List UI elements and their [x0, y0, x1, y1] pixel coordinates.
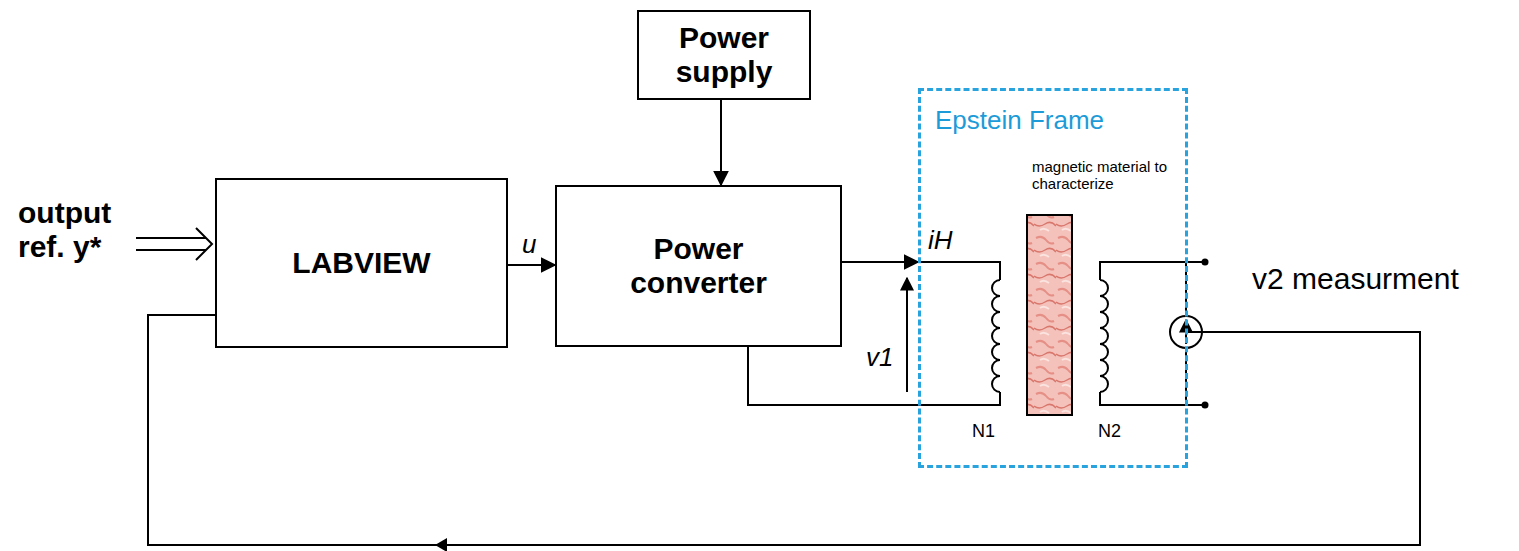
box-label: Power supply — [649, 21, 799, 89]
material-sample — [1027, 215, 1072, 415]
box-label: Power converter — [599, 232, 799, 300]
signal-connector — [148, 315, 1420, 545]
winding-name: N1 — [972, 420, 995, 442]
signal-name: u — [520, 230, 538, 258]
connector-group — [842, 262, 918, 263]
epstein-frame-region: Epstein Frame — [918, 88, 1188, 468]
converter-box: Power converter — [555, 185, 842, 347]
voltage-arrow — [906, 278, 908, 392]
winding-name: N2 — [1098, 420, 1121, 442]
reference-label: output ref. y* — [18, 196, 143, 264]
signal-name: v1 — [866, 342, 893, 372]
secondary-wires — [1100, 262, 1205, 405]
signal-name: v2 measurment — [1252, 262, 1459, 296]
signal-connector — [508, 264, 555, 266]
connector-group — [148, 315, 1420, 551]
signal-connector — [720, 100, 722, 185]
terminal-dot — [1202, 402, 1209, 409]
signal-name: iH — [926, 226, 955, 254]
reference-double-arrow — [136, 228, 212, 260]
region-title: Epstein Frame — [935, 105, 1104, 135]
terminal-dot — [1202, 259, 1209, 266]
connector-group — [721, 100, 722, 185]
box-label: LABVIEW — [292, 246, 430, 280]
connector-group — [508, 265, 555, 266]
primary-coil — [992, 280, 1000, 392]
secondary-coil — [1100, 280, 1108, 392]
connector-arrowhead — [435, 538, 447, 551]
signal-connector — [842, 261, 918, 263]
material-note: magnetic material to characterize — [1032, 158, 1172, 192]
power-supply-box: Power supply — [637, 10, 811, 100]
controller-box: LABVIEW — [215, 178, 508, 348]
